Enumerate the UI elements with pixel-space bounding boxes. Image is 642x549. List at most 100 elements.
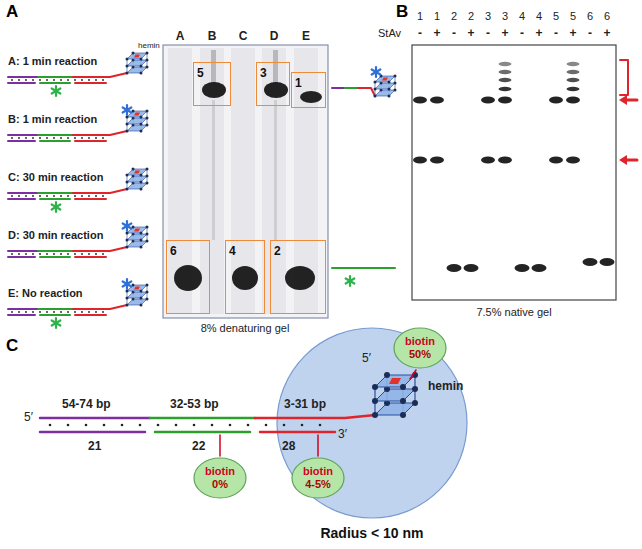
base-pair-dot [211, 424, 214, 427]
base-pair-dot [81, 311, 83, 313]
guanine-ball [146, 117, 149, 120]
strand-line [38, 192, 73, 194]
base-pair-dot [25, 311, 27, 313]
gel-band [413, 97, 427, 104]
guanine-ball [384, 372, 390, 378]
leader-line [317, 435, 319, 456]
gel-smear [273, 50, 278, 84]
gel-slab [163, 45, 328, 318]
biotin-ellipse: biotin50% [393, 327, 447, 369]
red-arrowhead [619, 95, 627, 105]
label-star [123, 108, 132, 113]
base-pair-dot [301, 424, 304, 427]
panel-letter: A [6, 2, 18, 22]
biotin-percent: 0% [212, 478, 228, 491]
gel-band [413, 157, 427, 164]
g-quartet-plane [127, 234, 147, 240]
label-star [52, 89, 61, 94]
lane-number: 4 [519, 10, 525, 23]
base-pair-dot [11, 79, 13, 81]
lane-number: 1 [417, 10, 423, 23]
strand-line [8, 256, 35, 258]
gel-band [566, 97, 580, 104]
guanine-ball [140, 239, 143, 242]
guanine-ball [394, 75, 397, 78]
base-pair-dot [175, 424, 178, 427]
base-pair-dot [46, 311, 48, 313]
streptavidin-sign: - [418, 27, 422, 41]
band-box: 4 [225, 240, 265, 314]
ellipse-shape [394, 328, 446, 368]
lane-number: 5 [570, 10, 576, 23]
strand-line [75, 256, 106, 258]
gel-caption: 7.5% native gel [476, 306, 551, 319]
strand-line [8, 314, 35, 316]
gel-band [202, 82, 226, 98]
base-pair-dot [88, 311, 90, 313]
quadruplex-link [147, 285, 148, 299]
label-star [346, 279, 355, 284]
guanine-ball [146, 124, 149, 127]
strand-line [73, 131, 127, 135]
strand-line [345, 87, 358, 89]
gel-smear [274, 100, 277, 240]
panel-letter: C [6, 336, 18, 356]
base-pair-dot [60, 195, 62, 197]
strand-length: 22 [192, 440, 205, 454]
guanine-ball [126, 123, 129, 126]
segment-length: 32-53 bp [170, 398, 219, 412]
strand-line [38, 134, 73, 136]
lane-number: 2 [451, 10, 457, 23]
reaction-label: E: No reaction [8, 287, 83, 300]
gel-band [498, 157, 512, 164]
g-quartet-plane [127, 241, 147, 247]
guanine-ball [372, 398, 378, 404]
strand-line [8, 198, 35, 200]
guanine-ball [146, 175, 149, 178]
reaction-label: D: 30 min reaction [8, 229, 103, 242]
label-star [123, 282, 132, 287]
label-star [52, 321, 61, 326]
guanine-ball [400, 412, 406, 418]
streptavidin-sign: + [501, 27, 508, 41]
guanine-ball [126, 174, 129, 177]
label-star [123, 224, 132, 229]
base-pair-dot [46, 253, 48, 255]
hemin-square [389, 378, 401, 384]
base-pair-dot [74, 311, 76, 313]
guanine-ball [400, 398, 406, 404]
strand-line [73, 189, 127, 193]
g-quadruplex-icon [374, 75, 397, 98]
lane-label: B [208, 30, 217, 44]
base-pair-dot [60, 137, 62, 139]
lane-number: 3 [485, 10, 491, 23]
base-pair-dot [139, 424, 142, 427]
guanine-ball [372, 384, 378, 390]
base-pair-dot [18, 195, 20, 197]
strand-line [73, 73, 127, 77]
gel-band [264, 82, 288, 98]
base-pair-dot [46, 79, 48, 81]
quadruplex-link [127, 117, 128, 131]
base-pair-dot [67, 424, 70, 427]
streptavidin-sign: - [486, 27, 490, 41]
gel-band [583, 258, 598, 266]
reaction-label: A: 1 min reaction [8, 55, 97, 68]
strand-line [75, 314, 106, 316]
streptavidin-sign: + [433, 27, 440, 41]
strand-line [150, 417, 255, 420]
guanine-ball [126, 72, 129, 75]
red-arrow [626, 159, 637, 162]
gel-band [549, 157, 563, 164]
band-box: 6 [166, 240, 210, 314]
base-pair-dot [193, 424, 196, 427]
strand-line [255, 415, 375, 418]
g-quartet-plane [127, 53, 147, 59]
panel-letter: B [396, 2, 408, 22]
guanine-ball [126, 239, 129, 242]
base-pair-dot [18, 311, 20, 313]
guanine-ball [140, 58, 143, 61]
base-pair-dot [32, 137, 34, 139]
gel-band [300, 91, 322, 103]
strand-end: 5′ [362, 352, 371, 366]
